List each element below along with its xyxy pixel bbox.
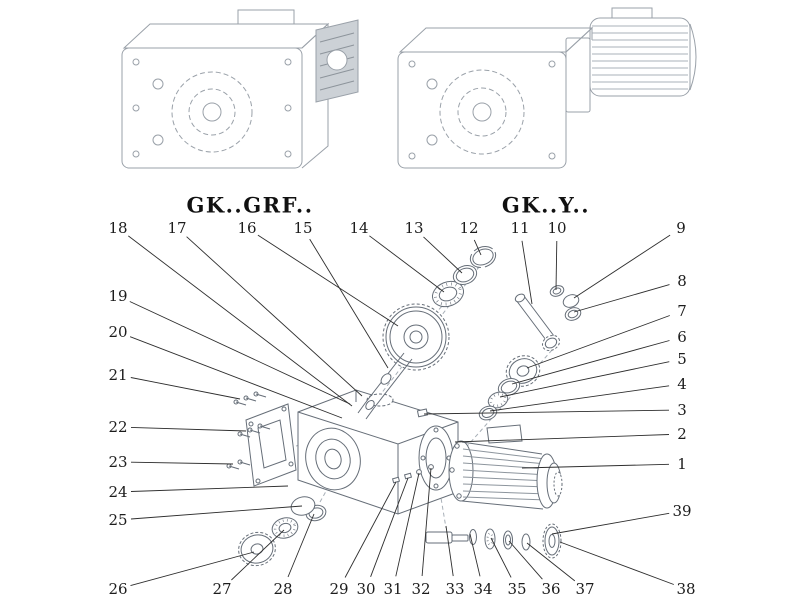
callout-14: 14 bbox=[349, 219, 369, 237]
leader-line-19 bbox=[129, 301, 351, 405]
callout-2: 2 bbox=[677, 425, 687, 443]
bearing-ring-stack-upper bbox=[431, 246, 497, 308]
callout-6: 6 bbox=[677, 328, 687, 346]
leader-line-16 bbox=[257, 234, 399, 327]
callout-30: 30 bbox=[356, 580, 376, 598]
callout-5: 5 bbox=[677, 350, 687, 368]
leader-line-15 bbox=[309, 238, 389, 369]
callout-25: 25 bbox=[108, 511, 128, 529]
callout-12: 12 bbox=[459, 219, 479, 237]
leader-lines bbox=[128, 234, 674, 587]
leader-line-4 bbox=[489, 385, 670, 412]
leader-line-38 bbox=[559, 541, 674, 585]
callout-27: 27 bbox=[212, 580, 232, 598]
variant-title-gk-grf: GK..GRF.. bbox=[186, 192, 314, 218]
leader-line-14 bbox=[369, 235, 445, 293]
leader-line-8 bbox=[573, 284, 670, 313]
callout-33: 33 bbox=[445, 580, 465, 598]
leader-line-12 bbox=[473, 239, 482, 256]
input-cover-hatched bbox=[315, 19, 359, 103]
callout-7: 7 bbox=[677, 302, 687, 320]
leader-line-7 bbox=[526, 315, 670, 369]
callout-31: 31 bbox=[383, 580, 403, 598]
callout-29: 29 bbox=[329, 580, 349, 598]
leader-line-6 bbox=[511, 340, 670, 385]
callout-21: 21 bbox=[108, 366, 128, 384]
callout-1: 1 bbox=[677, 455, 687, 473]
callout-39: 39 bbox=[672, 502, 692, 520]
leader-line-10 bbox=[555, 240, 558, 291]
callout-17: 17 bbox=[167, 219, 187, 237]
leader-line-11 bbox=[521, 240, 533, 305]
callout-11: 11 bbox=[510, 219, 530, 237]
small-fasteners bbox=[391, 464, 434, 484]
exploded-view bbox=[226, 246, 582, 567]
callout-16: 16 bbox=[237, 219, 257, 237]
leader-line-5 bbox=[499, 361, 670, 398]
leader-line-31 bbox=[395, 472, 420, 577]
callout-35: 35 bbox=[507, 580, 527, 598]
leader-line-13 bbox=[423, 236, 463, 274]
callout-26: 26 bbox=[108, 580, 128, 598]
callout-22: 22 bbox=[108, 418, 128, 436]
leader-line-26 bbox=[130, 551, 255, 587]
leader-line-28 bbox=[287, 513, 315, 578]
screws bbox=[226, 391, 271, 470]
leader-line-2 bbox=[454, 434, 670, 443]
callout-24: 24 bbox=[108, 483, 128, 501]
leader-line-29 bbox=[344, 481, 397, 578]
callout-15: 15 bbox=[293, 219, 313, 237]
callout-19: 19 bbox=[108, 287, 128, 305]
callout-18: 18 bbox=[108, 219, 128, 237]
callout-13: 13 bbox=[404, 219, 424, 237]
output-gear-cluster bbox=[238, 496, 327, 567]
callout-38: 38 bbox=[676, 580, 696, 598]
callout-20: 20 bbox=[108, 323, 128, 341]
leader-line-23 bbox=[130, 461, 234, 465]
leader-line-33 bbox=[445, 525, 454, 577]
leader-line-39 bbox=[551, 512, 670, 535]
assembled-view-gk-grf bbox=[121, 9, 359, 169]
callout-9: 9 bbox=[676, 219, 686, 237]
motor-assembled bbox=[565, 7, 697, 113]
leader-line-25 bbox=[130, 505, 303, 520]
gear-and-shaft bbox=[357, 303, 450, 420]
leader-line-24 bbox=[130, 485, 289, 492]
leader-line-22 bbox=[130, 426, 247, 432]
callout-37: 37 bbox=[575, 580, 595, 598]
assembled-view-gk-y bbox=[397, 7, 697, 169]
leader-line-32 bbox=[421, 467, 432, 577]
leader-line-34 bbox=[469, 533, 481, 577]
leader-line-20 bbox=[129, 336, 343, 419]
leader-line-35 bbox=[490, 537, 512, 578]
leader-line-30 bbox=[370, 477, 409, 577]
leader-line-1 bbox=[521, 463, 670, 469]
callout-23: 23 bbox=[108, 453, 128, 471]
leader-line-36 bbox=[508, 540, 543, 580]
leader-line-21 bbox=[130, 377, 241, 400]
leader-line-3 bbox=[423, 409, 670, 415]
callout-34: 34 bbox=[473, 580, 493, 598]
callout-8: 8 bbox=[677, 272, 687, 290]
leader-line-27 bbox=[231, 529, 285, 581]
cover-plate-and-screws bbox=[226, 391, 297, 487]
variant-title-gk-y: GK..Y.. bbox=[501, 192, 591, 218]
output-shaft-assembly bbox=[425, 523, 562, 559]
callout-3: 3 bbox=[677, 401, 687, 419]
leader-line-37 bbox=[526, 542, 576, 582]
leader-line-9 bbox=[573, 234, 671, 299]
housing bbox=[297, 389, 459, 515]
callout-10: 10 bbox=[547, 219, 567, 237]
callout-4: 4 bbox=[677, 375, 687, 393]
callout-28: 28 bbox=[273, 580, 293, 598]
callout-32: 32 bbox=[411, 580, 431, 598]
leader-line-18 bbox=[128, 235, 353, 407]
leader-line-17 bbox=[186, 236, 363, 397]
callout-36: 36 bbox=[541, 580, 561, 598]
